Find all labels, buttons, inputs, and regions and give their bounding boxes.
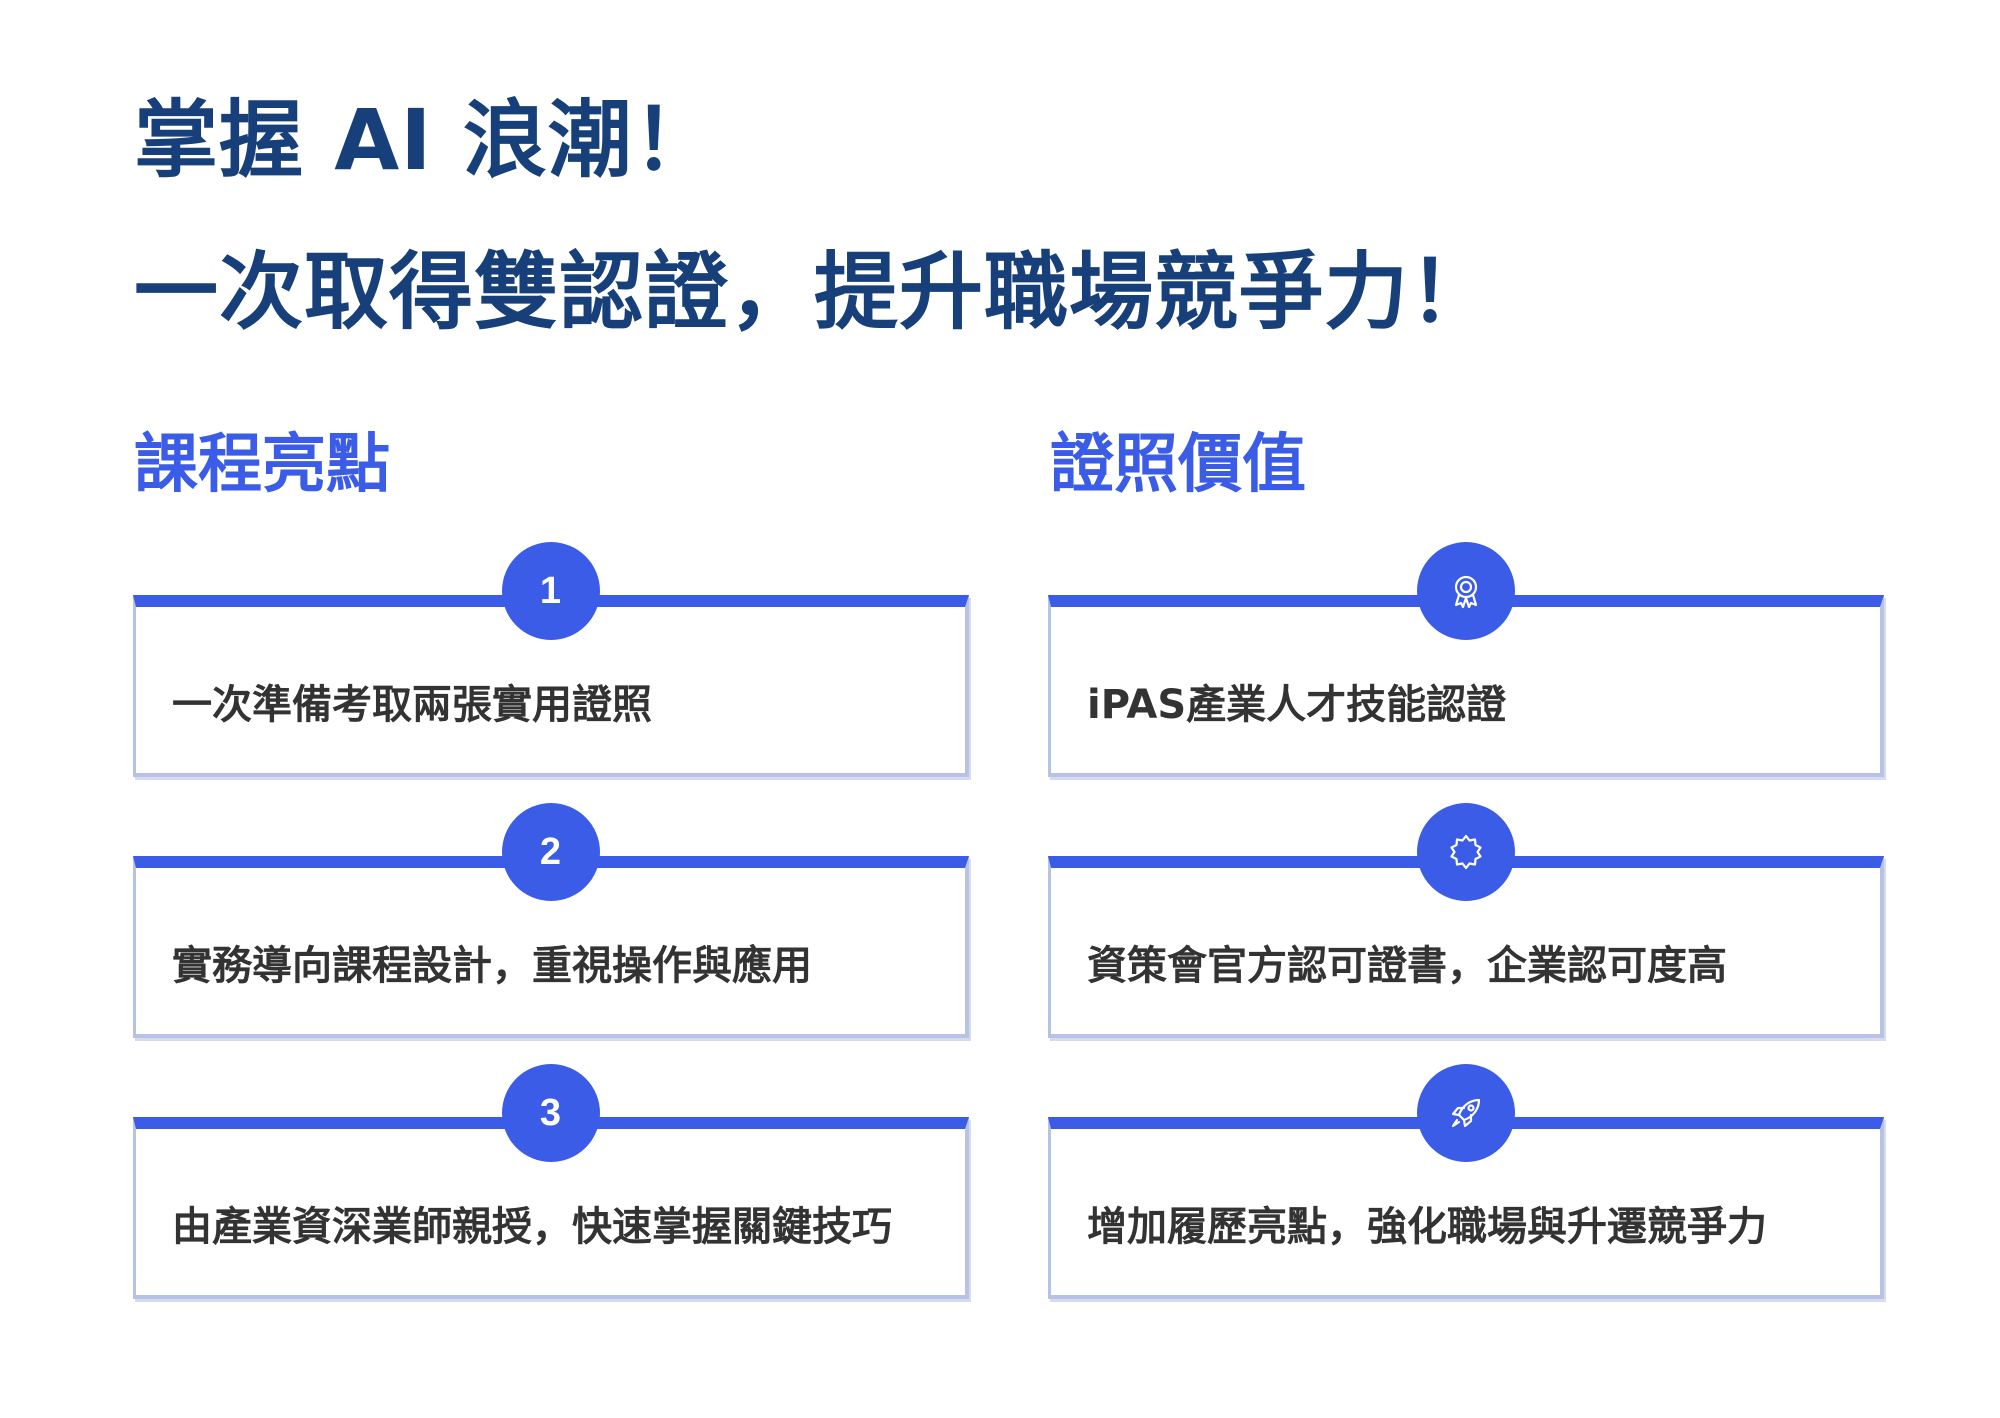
icon-badge [1416, 803, 1515, 901]
course-highlight-text: 由產業資深業師親授，快速掌握關鍵技巧 [172, 1204, 892, 1250]
number-badge: 1 [501, 542, 600, 640]
course-highlight-text: 實務導向課程設計，重視操作與應用 [172, 943, 812, 989]
icon-badge [1416, 1064, 1515, 1162]
certificate-value-title: 證照價值 [1050, 428, 1306, 502]
course-highlight-card: 3 由產業資深業師親授，快速掌握關鍵技巧 [133, 1064, 969, 1299]
certificate-value-card: 資策會官方認可證書，企業認可度高 [1048, 803, 1884, 1038]
certificate-value-text: 增加履歷亮點，強化職場與升遷競爭力 [1087, 1204, 1767, 1250]
certificate-value-card: iPAS產業人才技能認證 [1048, 542, 1884, 777]
headline-line-2: 一次取得雙認證，提升職場競爭力！ [134, 243, 1495, 341]
course-highlight-card: 2 實務導向課程設計，重視操作與應用 [133, 803, 969, 1038]
award-icon [1446, 571, 1486, 611]
headline-line-1: 掌握 AI 浪潮！ [134, 91, 718, 189]
course-highlights-title: 課程亮點 [134, 428, 390, 502]
certificate-value-card: 增加履歷亮點，強化職場與升遷競爭力 [1048, 1064, 1884, 1299]
badge-seal-icon [1446, 832, 1486, 872]
certificate-value-text: iPAS產業人才技能認證 [1087, 682, 1507, 728]
icon-badge [1416, 542, 1515, 640]
number-badge: 3 [501, 1064, 600, 1162]
course-highlight-card: 1 一次準備考取兩張實用證照 [133, 542, 969, 777]
number-badge: 2 [501, 803, 600, 901]
certificate-value-text: 資策會官方認可證書，企業認可度高 [1087, 943, 1727, 989]
rocket-icon [1446, 1093, 1486, 1133]
course-highlight-text: 一次準備考取兩張實用證照 [172, 682, 652, 728]
